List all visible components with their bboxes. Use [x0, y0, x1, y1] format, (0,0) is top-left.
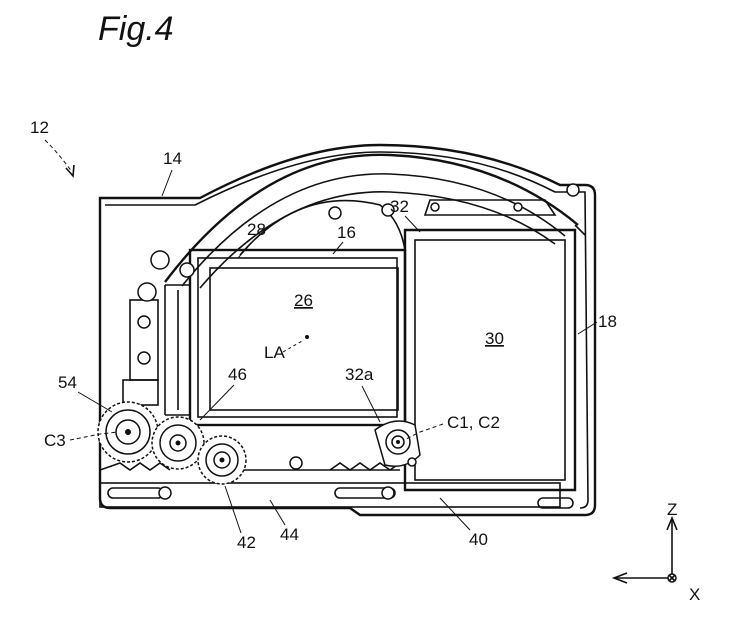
gear-46: [151, 416, 205, 470]
leader-slider: [269, 499, 286, 526]
label-device: 12: [30, 118, 49, 137]
label-sensor: 26: [294, 291, 313, 310]
arc-guide: [164, 153, 579, 289]
leader-device: [44, 139, 73, 173]
leader-axis-c3: [69, 431, 119, 441]
leader-frame: [332, 241, 344, 255]
holder-frame: [164, 248, 407, 427]
leader-carrier: [404, 215, 421, 233]
leader-rack: [439, 497, 471, 531]
label-housing: 14: [163, 149, 182, 168]
figure-title: Fig.4: [98, 10, 174, 48]
leader-device-arrow: [65, 164, 75, 178]
leader-motor-gear: [77, 391, 113, 413]
leader-side-plate: [577, 321, 598, 335]
label-slider: 44: [280, 525, 299, 544]
label-rack: 40: [469, 530, 488, 549]
label-pinion: 42: [237, 533, 256, 552]
label-optical-axis: LA: [264, 343, 285, 362]
left-bracket: [122, 250, 195, 406]
label-carrier: 32: [390, 197, 409, 216]
label-battery: 30: [485, 329, 504, 348]
axis-label-z: Z: [667, 500, 677, 519]
battery-unit: [403, 183, 586, 492]
label-axis-c1c2: C1, C2: [447, 413, 500, 432]
axis-label-x: X: [689, 585, 700, 604]
pinion-gear: [197, 435, 247, 485]
leader-housing: [161, 169, 173, 197]
label-gear: 46: [228, 365, 247, 384]
label-side-plate: 18: [598, 312, 617, 331]
leader-carrier-arm: [361, 385, 381, 423]
leader-gear: [199, 384, 235, 421]
leader-axis-c1c2: [403, 423, 444, 441]
label-axis-c3: C3: [44, 431, 66, 450]
bottom-slider: [99, 462, 574, 509]
round-mount: [239, 199, 406, 470]
leader-holder: [237, 239, 255, 259]
label-holder: 28: [247, 220, 266, 239]
label-carrier-arm: 32a: [345, 365, 374, 384]
housing-outline: [98, 143, 597, 517]
label-frame: 16: [337, 223, 356, 242]
leader-optical-axis: [282, 339, 305, 353]
optical-axis-point: [305, 335, 309, 339]
motor-gear: [97, 401, 159, 463]
label-motor-gear: 54: [58, 373, 77, 392]
carrier-pivot: [374, 420, 421, 467]
leader-pinion: [224, 485, 242, 534]
axis-indicator: [611, 515, 678, 584]
